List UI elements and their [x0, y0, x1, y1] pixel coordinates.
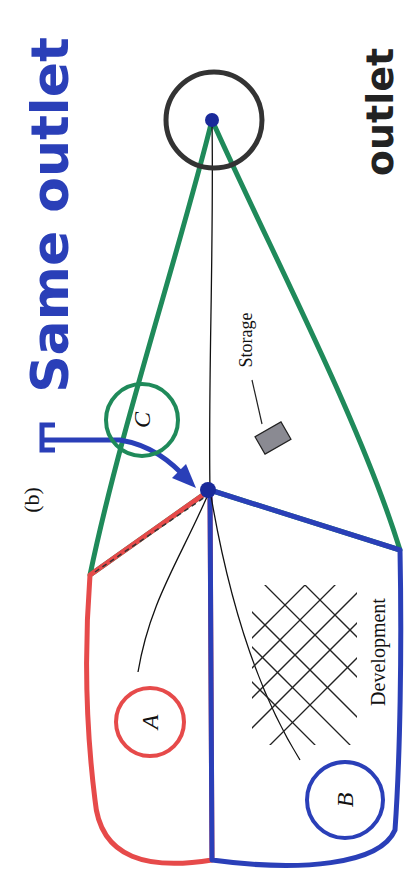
outlet-dot: [205, 113, 219, 127]
callout-circle: A: [114, 686, 186, 758]
region-outline: [87, 490, 212, 863]
leader-line: [252, 380, 262, 424]
junction-dot: [200, 482, 216, 498]
callout-letter: C: [130, 412, 154, 428]
handwritten-note: Same outlet: [23, 35, 77, 395]
callout-circle: C: [104, 382, 180, 458]
storage-symbol: [255, 422, 291, 454]
region-outline: [90, 120, 400, 575]
part-name: Storage: [236, 311, 256, 370]
stream-line: [210, 490, 300, 760]
handwritten-note: outlet: [360, 46, 400, 178]
part-name: Development: [367, 596, 389, 708]
stream-line: [138, 490, 210, 672]
stream-line: [210, 120, 213, 490]
callout-letter: A: [138, 715, 162, 730]
arrow-head: [172, 464, 196, 488]
callout-letter: B: [333, 793, 357, 808]
outlet-circle: [166, 72, 262, 168]
development-grid: [252, 585, 357, 745]
divide-line: [95, 497, 205, 572]
arrow-line: [42, 440, 190, 482]
callout-circle: B: [305, 760, 385, 840]
region-outline: [210, 490, 401, 865]
panel-label: (b): [20, 485, 44, 515]
